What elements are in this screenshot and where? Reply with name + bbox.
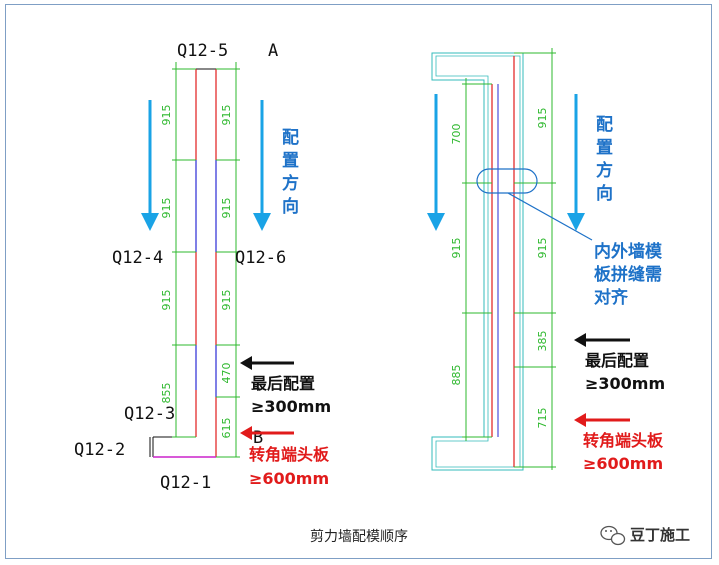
dim-left-4: 855: [160, 383, 173, 404]
right-dim-right-3: 385: [536, 331, 549, 352]
corner-plate-line2: ≥600mm: [249, 469, 329, 488]
right-direction-char-2: 置: [596, 138, 613, 158]
diagram-frame: [5, 4, 712, 559]
label-q12-4: Q12-4: [112, 248, 163, 268]
left-wall-labels: Q12-5 A Q12-4 Q12-6 Q12-3 Q12-2 Q12-1 B: [74, 41, 286, 493]
right-dim-left-3: 885: [450, 365, 463, 386]
watermark: 豆丁施工: [600, 525, 690, 546]
right-dim-right-2: 915: [536, 238, 549, 259]
watermark-text: 豆丁施工: [630, 526, 690, 544]
last-config-line2: ≥300mm: [251, 397, 331, 416]
dim-right-3: 915: [220, 290, 233, 311]
left-annotations: 最后配置 ≥300mm 转角端头板 ≥600mm: [240, 356, 331, 488]
right-dim-left-1: 700: [450, 124, 463, 145]
right-wall-dims-left: 700 915 885: [450, 78, 492, 441]
dim-left-1: 915: [160, 105, 173, 126]
dim-right-4: 470: [220, 363, 233, 384]
right-corner-plate-line1: 转角端头板: [583, 431, 664, 450]
wechat-logo-icon: [600, 525, 626, 546]
last-config-line1: 最后配置: [251, 374, 315, 393]
joint-note: 内外墙模 板拼缝需 对齐: [594, 241, 663, 308]
right-direction-arrows: [427, 94, 585, 231]
joint-note-line3: 对齐: [594, 287, 629, 308]
joint-note-line1: 内外墙模: [594, 241, 663, 262]
direction-char-2: 置: [282, 151, 299, 171]
label-q12-3: Q12-3: [124, 404, 175, 424]
right-direction-char-3: 方: [596, 160, 613, 181]
left-wall-dims-left: 915 915 915 855: [160, 62, 196, 438]
dim-left-2: 915: [160, 198, 173, 219]
left-wall-dims-right: 915 915 915 470 615: [216, 62, 240, 458]
left-wall: [149, 68, 217, 458]
joint-note-line2: 板拼缝需: [594, 264, 662, 285]
direction-char-4: 向: [282, 196, 299, 217]
right-corner-plate-line2: ≥600mm: [583, 454, 663, 473]
left-direction-text: 配 置 方 向: [282, 128, 299, 217]
right-dim-left-2: 915: [450, 238, 463, 259]
right-direction-text: 配 置 方 向: [596, 115, 613, 204]
dim-right-5: 615: [220, 418, 233, 439]
right-direction-char-1: 配: [596, 115, 613, 135]
label-q12-2: Q12-2: [74, 440, 125, 460]
label-q12-5: Q12-5: [177, 41, 228, 61]
left-direction-arrows: [141, 100, 271, 231]
label-b: B: [253, 428, 263, 448]
right-direction-char-4: 向: [596, 183, 613, 204]
direction-char-3: 方: [282, 173, 299, 194]
right-last-config-line2: ≥300mm: [585, 374, 665, 393]
dim-right-1: 915: [220, 105, 233, 126]
right-wall-dims-right: 915 915 385 715: [514, 48, 556, 470]
dim-right-2: 915: [220, 198, 233, 219]
corner-plate-line1: 转角端头板: [249, 445, 330, 464]
label-q12-1: Q12-1: [160, 473, 211, 493]
right-dim-right-1: 915: [536, 108, 549, 129]
direction-char-1: 配: [282, 128, 299, 148]
right-annotations: 最后配置 ≥300mm 转角端头板 ≥600mm: [574, 333, 665, 473]
diagram-caption: 剪力墙配模顺序: [310, 529, 408, 545]
label-a: A: [268, 41, 278, 61]
right-wall: [431, 52, 524, 471]
dim-left-3: 915: [160, 290, 173, 311]
right-dim-right-4: 715: [536, 408, 549, 429]
joint-highlight: [476, 168, 593, 241]
right-last-config-line1: 最后配置: [585, 351, 649, 370]
label-q12-6: Q12-6: [235, 248, 286, 268]
